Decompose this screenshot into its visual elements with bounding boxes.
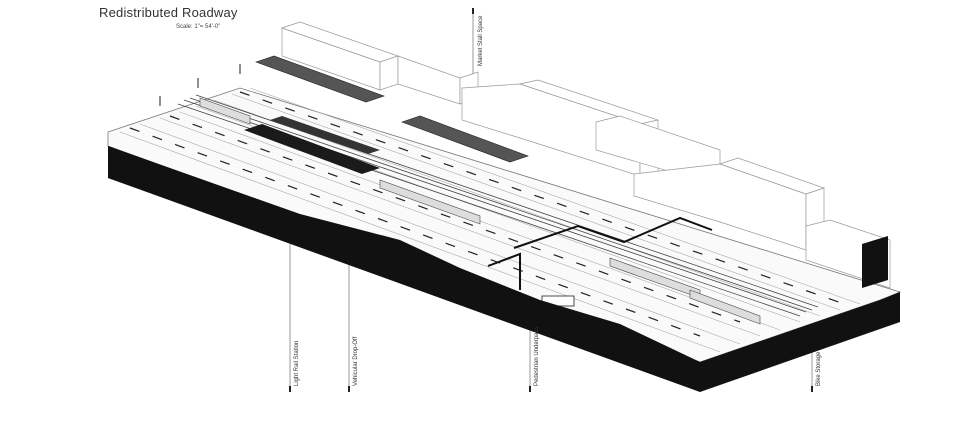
- label-pedestrian-underpass: Pedestrian Underpass: [534, 326, 540, 386]
- buildings: [280, 21, 891, 289]
- street-lamps: [159, 64, 241, 106]
- label-vehicular-drop-off: Vehicular Drop-Off: [353, 336, 359, 386]
- scale-note: Scale: 1"= 54'-0": [176, 24, 221, 30]
- label-bike-storage: Bike Storage: [816, 351, 822, 386]
- trains: [199, 97, 761, 325]
- diagram-title: Redistributed Roadway: [99, 5, 238, 20]
- label-light-rail-station: Light Rail Station: [294, 340, 300, 386]
- lane-dashes: [129, 91, 851, 337]
- light-rail-station: [244, 124, 380, 174]
- underpass: [487, 216, 713, 290]
- lane-lines: [119, 87, 861, 353]
- section-cut-end: [700, 292, 900, 392]
- market-canopies: [255, 55, 529, 163]
- label-market-stall-space: Market Stall Space: [478, 15, 484, 66]
